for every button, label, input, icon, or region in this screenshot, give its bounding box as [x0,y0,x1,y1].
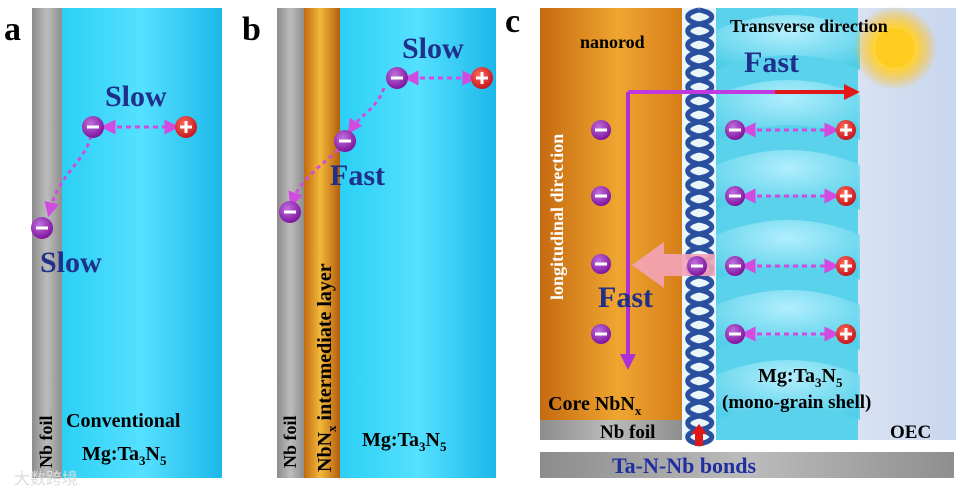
nbnx-intermediate-layer [304,8,340,478]
electron [591,186,611,206]
shell-label: Mg:Ta3N5 [758,365,843,390]
mg-ta3n5-layer [62,8,222,478]
electron [591,120,611,140]
shell-label-line2: (mono-grain shell) [722,392,871,413]
electron [31,217,53,239]
electron [725,256,745,276]
panel-label-a: a [4,11,21,48]
electron-hole-pairs [725,120,856,344]
panel-label-b: b [242,11,261,48]
nb-foil-strip [277,8,304,478]
fast-label: Fast [598,281,653,314]
nb-foil-strip [32,8,62,478]
intermediate-layer-label: NbNx intermediate layer [314,263,339,472]
mg-ta3n5-layer [340,8,496,478]
slow-label: Slow [402,32,464,65]
bond-pointer-arrow [691,424,707,446]
ta-n-nb-bonds-label: Ta-N-Nb bonds [612,453,757,478]
panel-c: c nanorod Transverse direction Fast long… [505,3,956,478]
hole [471,67,493,89]
transverse-direction-label: Transverse direction [730,16,888,36]
electron-path-arrow [288,148,340,208]
panel-label-c: c [505,3,520,40]
hole [836,324,856,344]
caption-line1: Conventional [66,410,181,432]
caption-line2: Mg:Ta3N5 [82,443,167,468]
panel-b: b Nb foil NbNx intermediate layer Slow F… [242,8,496,478]
ta-n-nb-bond-spring [682,7,716,447]
nanorod-label: nanorod [580,32,645,52]
nb-foil-label: Nb foil [36,415,56,468]
electron [386,67,408,89]
hole [836,120,856,140]
electron [725,120,745,140]
electron [725,186,745,206]
fast-label: Fast [744,46,799,79]
sun-icon [853,6,937,90]
panel-a: a Nb foil Slow Slow Conventional Mg:Ta3N… [4,8,222,478]
electron [591,324,611,344]
watermark: 大数跨境 [14,469,78,488]
slow-label: Slow [40,246,102,279]
electron [591,254,611,274]
electron-transfer-arrow [632,242,715,288]
electron [334,130,356,152]
oec-label: OEC [890,422,931,443]
nb-foil-strip [540,420,682,440]
base-substrate [540,452,954,478]
slow-label: Slow [105,80,167,113]
electron [279,201,301,223]
nb-foil-label: Nb foil [600,422,655,443]
electron [687,256,707,276]
caption-mg-ta3n5: Mg:Ta3N5 [362,429,447,454]
longitudinal-direction-label: longitudinal direction [547,134,567,300]
hole [836,186,856,206]
core-nbnx-nanorod [540,8,682,420]
hole [175,116,197,138]
electron [725,324,745,344]
hole [836,256,856,276]
nb-foil-label: Nb foil [280,415,300,468]
core-label: Core NbNx [548,393,642,418]
fast-label: Fast [330,159,385,192]
electron [82,116,104,138]
